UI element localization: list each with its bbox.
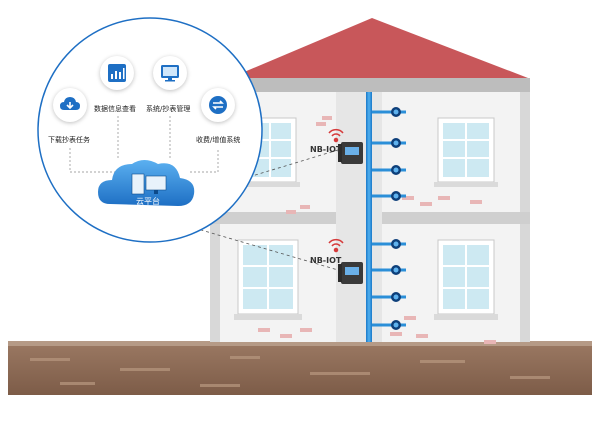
concentrator-upper — [338, 142, 363, 164]
signal-icon — [328, 128, 344, 143]
exchange-icon[interactable] — [201, 88, 235, 122]
chart-icon[interactable] — [100, 56, 134, 90]
water-pipe — [366, 92, 372, 342]
water-meter-icon — [372, 165, 406, 175]
water-meter-icon — [372, 138, 406, 148]
water-meter-icon — [372, 320, 406, 330]
water-meter-icon — [372, 239, 406, 249]
monitor-glyph — [161, 65, 179, 82]
concentrator-lower — [338, 262, 363, 284]
chart-glyph — [108, 64, 126, 82]
cloud-platform-label: 云平台 — [136, 197, 160, 206]
system-meter-mgmt-label: 系统/抄表管理 — [146, 105, 191, 113]
ground — [8, 343, 592, 395]
download-cloud-glyph — [60, 97, 80, 110]
download-task-label: 下载抄表任务 — [48, 136, 90, 144]
monitor-icon[interactable] — [153, 56, 187, 90]
billing-system-label: 收费/增值系统 — [196, 136, 241, 144]
water-meter-icon — [372, 292, 406, 302]
exchange-glyph — [209, 96, 227, 114]
data-view-label: 数据信息查看 — [94, 105, 136, 113]
roof — [230, 18, 528, 78]
nb-iot-label-lower: NB-IOT — [310, 256, 342, 265]
window-lower-left — [234, 239, 302, 320]
water-meter-icon — [372, 191, 406, 201]
platform-bubble — [37, 17, 263, 243]
water-meter-icon — [372, 107, 406, 117]
water-meter-icon — [372, 265, 406, 275]
cloud-server-icon — [98, 160, 195, 206]
window-upper-right — [434, 117, 498, 187]
signal-icon — [328, 238, 344, 253]
window-lower-right — [434, 239, 498, 320]
nb-iot-label-upper: NB-IOT — [310, 145, 342, 154]
water-meters — [372, 107, 406, 330]
download-cloud-icon[interactable] — [53, 88, 87, 122]
